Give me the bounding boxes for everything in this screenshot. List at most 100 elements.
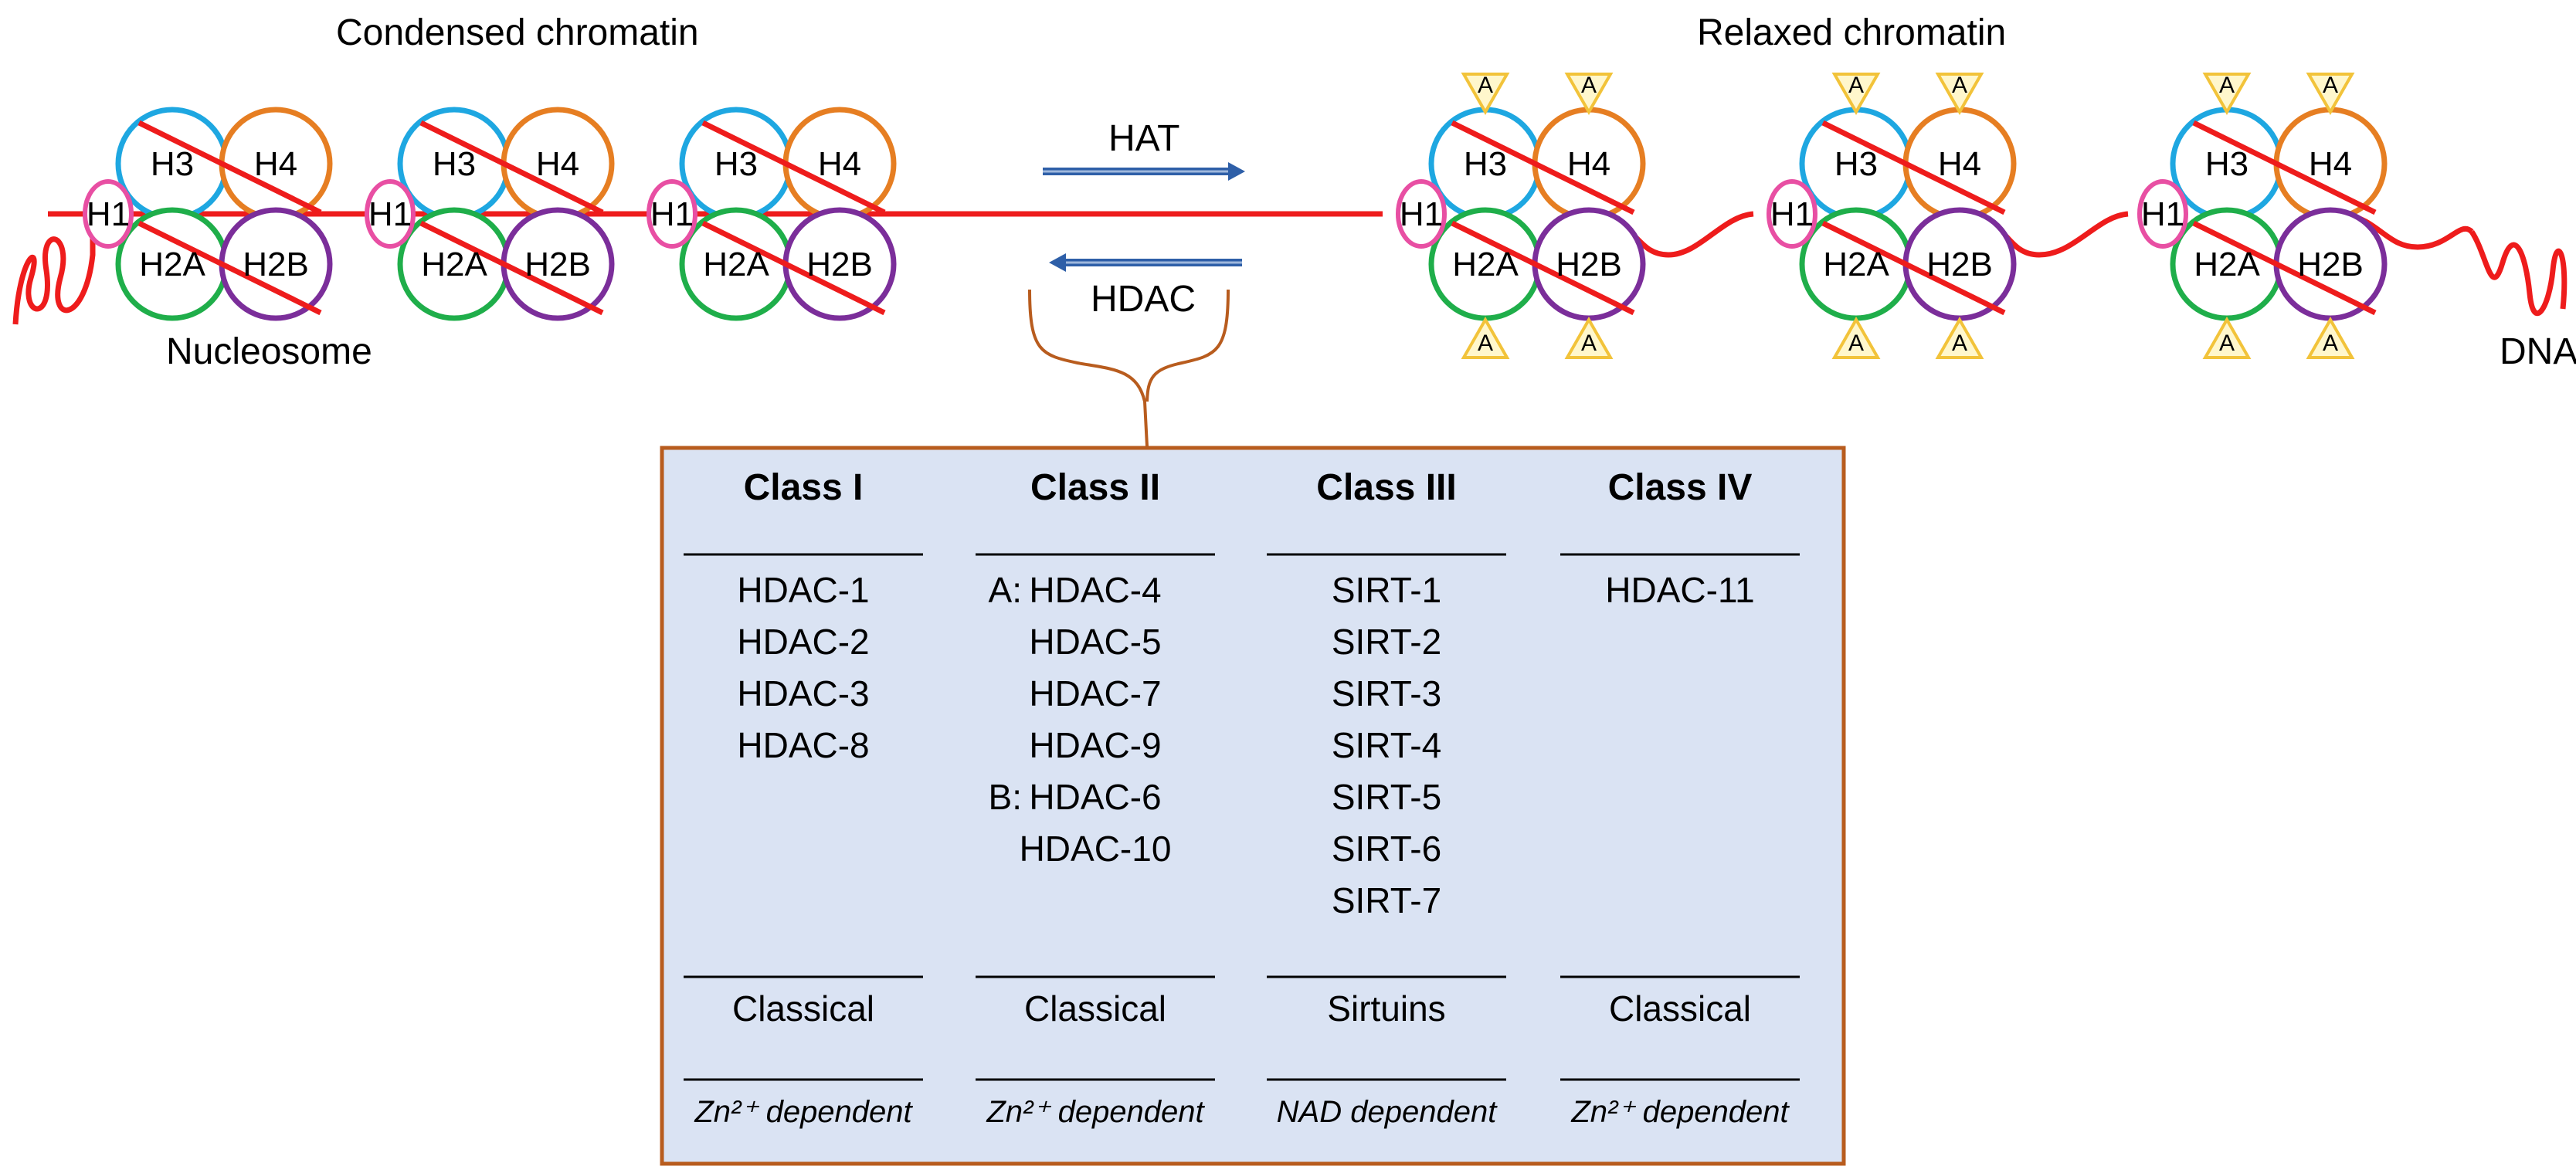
hdac-class-column: Class IHDAC-1HDAC-2HDAC-3HDAC-8Classical…	[684, 467, 923, 1129]
dna-wrap-top	[1451, 120, 1635, 215]
enzyme-name: HDAC-8	[737, 725, 869, 765]
dna-wrap-top	[137, 120, 322, 215]
class-header: Class II	[1030, 467, 1160, 508]
histone-h4-label: H4	[818, 145, 861, 183]
acetyl-mark-label: A	[1848, 73, 1864, 98]
histone-h2b-label: H2B	[524, 246, 591, 283]
class-dependency: Zn²⁺ dependent	[1570, 1095, 1790, 1129]
acetyl-mark: A	[1564, 73, 1614, 116]
histone-h1	[1396, 179, 1447, 249]
hdac-class-table	[660, 446, 1846, 1166]
histone-h1-label: H1	[1400, 195, 1443, 233]
acetyl-mark: A	[2202, 73, 2252, 116]
histone-h2b-label: H2B	[806, 246, 873, 283]
hdac-arrow	[1049, 253, 1242, 272]
dna-wrap-bottom	[137, 220, 322, 316]
subclass-prefix: A:	[989, 570, 1022, 610]
acetyl-mark-label: A	[1478, 73, 1493, 98]
dna-wrap-bottom	[2192, 220, 2377, 316]
enzyme-name: HDAC-10	[1020, 829, 1172, 869]
dna-wrap-top	[1821, 120, 2006, 215]
acetyl-mark-label: A	[1952, 331, 1967, 356]
hat-label: HAT	[1108, 118, 1179, 159]
histone-h3-label: H3	[151, 145, 194, 183]
hdac-label: HDAC	[1091, 279, 1196, 320]
histone-h2a-label: H2A	[703, 246, 769, 283]
dna-wrap-bottom	[1821, 220, 2006, 316]
histone-h2b-label: H2B	[2297, 246, 2364, 283]
dna-wrap-bottom	[419, 220, 604, 316]
acetyl-mark-label: A	[1848, 331, 1864, 356]
acetyl-mark: A	[1935, 73, 1984, 116]
enzyme-name: HDAC-2	[737, 622, 869, 662]
class-type: Classical	[1609, 988, 1751, 1029]
acetyl-mark-label: A	[2219, 73, 2235, 98]
class-header: Class I	[744, 467, 864, 508]
hat-arrow	[1043, 162, 1245, 181]
nucleosome-label: Nucleosome	[166, 331, 372, 372]
acetyl-mark: A	[2306, 316, 2355, 359]
dna-coil-left	[12, 214, 96, 325]
histone-h3-label: H3	[1834, 145, 1878, 183]
acetyl-mark-label: A	[1478, 331, 1493, 356]
class-dependency: Zn²⁺ dependent	[694, 1095, 913, 1129]
dna-coil-right	[2469, 230, 2568, 317]
histone-h3-label: H3	[714, 145, 758, 183]
acetyl-mark-label: A	[2219, 331, 2235, 356]
enzyme-name: HDAC-9	[1029, 725, 1161, 765]
histone-h2a-label: H2A	[421, 246, 487, 283]
histone-h4-label: H4	[1567, 145, 1610, 183]
hdac-class-column: Class IIISIRT-1SIRT-2SIRT-3SIRT-4SIRT-5S…	[1267, 467, 1506, 1129]
histone-h2a-label: H2A	[1452, 246, 1519, 283]
dna-wrap-bottom	[701, 220, 886, 316]
histone-h3-label: H3	[1464, 145, 1507, 183]
histone-h1-label: H1	[2141, 195, 2184, 233]
acetyl-mark-label: A	[2323, 331, 2338, 356]
acetyl-mark: A	[2306, 73, 2355, 116]
histone-h4-label: H4	[2309, 145, 2352, 183]
acetyl-mark: A	[1461, 316, 1510, 359]
histone-h2b-label: H2B	[243, 246, 309, 283]
class-type: Classical	[1024, 988, 1166, 1029]
histone-h1-label: H1	[368, 195, 412, 233]
histone-h2a-label: H2A	[2194, 246, 2260, 283]
acetyl-mark: A	[1461, 73, 1510, 116]
hdac-brace	[1028, 289, 1230, 447]
enzyme-name: SIRT-4	[1332, 725, 1441, 765]
histone-h1-label: H1	[1770, 195, 1814, 233]
dna-wrap-top	[2192, 120, 2377, 215]
acetyl-mark: A	[2202, 316, 2252, 359]
class-header: Class III	[1316, 467, 1456, 508]
dna-wrap-top	[419, 120, 604, 215]
enzyme-name: HDAC-4	[1029, 570, 1161, 610]
subclass-prefix: B:	[989, 777, 1022, 817]
histone-h1	[647, 179, 697, 249]
dna-wrap-top	[701, 120, 886, 215]
histone-h1	[2137, 179, 2188, 249]
acetyl-mark-label: A	[1581, 73, 1597, 98]
acetyl-mark: A	[1935, 316, 1984, 359]
class-type: Sirtuins	[1327, 988, 1445, 1029]
enzyme-name: SIRT-3	[1332, 673, 1441, 714]
dna-label: DNA	[2500, 331, 2576, 372]
enzyme-name: SIRT-2	[1332, 622, 1441, 662]
class-dependency: Zn²⁺ dependent	[986, 1095, 1205, 1129]
enzyme-name: HDAC-3	[737, 673, 869, 714]
histone-h3-label: H3	[2205, 145, 2248, 183]
enzyme-name: SIRT-5	[1332, 777, 1441, 817]
acetyl-mark: A	[1564, 316, 1614, 359]
acetyl-mark-label: A	[2323, 73, 2338, 98]
hdac-class-column: Class IIA:HDAC-4HDAC-5HDAC-7HDAC-9B:HDAC…	[976, 467, 1215, 1129]
histone-h2b-label: H2B	[1926, 246, 1993, 283]
histone-h1	[1767, 179, 1817, 249]
enzyme-name: HDAC-1	[737, 570, 869, 610]
enzyme-name: SIRT-6	[1332, 829, 1441, 869]
condensed-chromatin-label: Condensed chromatin	[336, 12, 699, 53]
histone-h1-label: H1	[87, 195, 130, 233]
enzyme-name: HDAC-6	[1029, 777, 1161, 817]
